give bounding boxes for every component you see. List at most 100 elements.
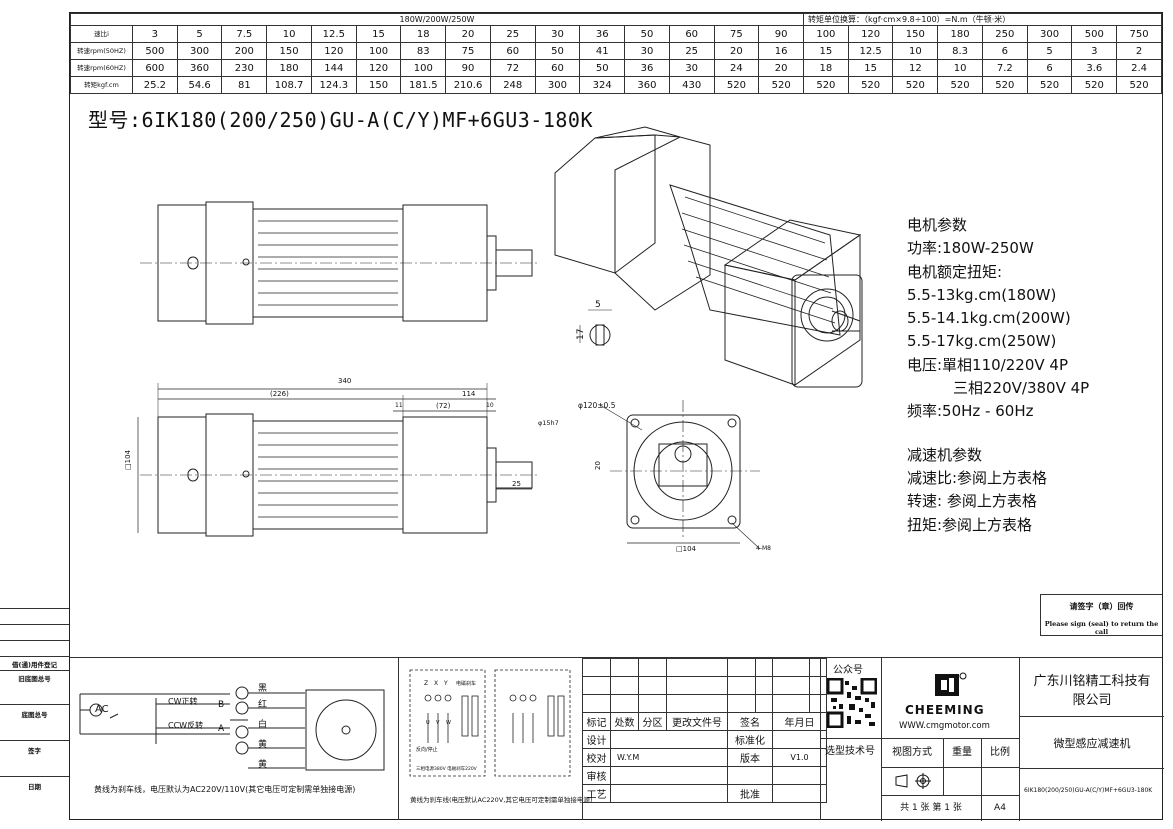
spec-cell: 5 xyxy=(1026,42,1073,60)
tb-h-0: 标记 xyxy=(582,712,611,731)
wire-1: 红 xyxy=(258,700,268,710)
dim-20: 20 xyxy=(594,461,602,470)
spec-cell: 210.6 xyxy=(445,76,491,94)
spec-cell: 324 xyxy=(579,76,626,94)
model-title: 型号:6IK180(200/250)GU-A(C/Y)MF+6GU3-180K xyxy=(88,108,594,132)
three-phase-caption-1: 反向/停止 xyxy=(416,747,438,753)
voltage-single: 电压:單相110/220V 4P xyxy=(907,355,1068,374)
dim-11: 11 xyxy=(395,402,403,409)
paper-size: A4 xyxy=(994,803,1006,813)
spec-cell: 120 xyxy=(310,42,357,60)
spec-cell: 100 xyxy=(355,42,402,60)
ccw-label: CCW反转 xyxy=(168,721,204,730)
spec-cell: 100 xyxy=(400,59,447,77)
spec-cell: 90 xyxy=(758,25,805,43)
spec-row-label: 速比i xyxy=(70,25,133,43)
spec-cell: 120 xyxy=(355,59,402,77)
company-name: 广东川铭精工科技有限公司 xyxy=(1033,674,1151,708)
drawing-frame xyxy=(69,12,1163,820)
dim-key-h: 17 xyxy=(576,328,586,340)
spec-cell: 50 xyxy=(624,25,670,43)
tb-std: 标准化 xyxy=(727,730,773,749)
three-phase-label-y: Y xyxy=(444,680,448,687)
spec-cell: 750 xyxy=(1116,25,1162,43)
product-cell: 微型感应减速机 xyxy=(1019,716,1164,769)
spec-cell: 200 xyxy=(221,42,268,60)
tb-h-4: 签名 xyxy=(727,712,773,731)
single-phase-note: 黄线为刹车线，电压默认为AC220V/110V(其它电压可定制需单独接电源) xyxy=(94,785,356,794)
spec-cell: 25 xyxy=(489,25,536,43)
spec-cell: 180 xyxy=(266,59,312,77)
spec-cell: 124.3 xyxy=(310,76,357,94)
dim-holes: 4-M8 xyxy=(756,545,771,552)
tb-check: 校对 xyxy=(582,748,611,767)
spec-row-label: 转矩kgf.cm xyxy=(70,76,133,94)
spec-cell: 150 xyxy=(892,25,939,43)
tb-approve: 批准 xyxy=(727,784,773,803)
spec-row-label: 转速rpm(50HZ) xyxy=(70,42,133,60)
three-phase-wiring: Z X Y 电磁刹车 U V W 反向/停止 三相电源380V 电磁刹车220V… xyxy=(398,658,592,820)
spec-cell: 75 xyxy=(713,25,760,43)
spec-cell: 30 xyxy=(534,25,581,43)
spec-cell: 25.2 xyxy=(132,76,178,94)
three-phase-diagram xyxy=(409,669,571,777)
spec-cell: 30 xyxy=(668,59,715,77)
three-phase-caption-2: 三相电源380V 电磁刹车220V xyxy=(416,767,477,772)
torque-250: 5.5-17kg.cm(250W) xyxy=(907,332,1057,351)
drawing-number: 6IK180(200/250)GU-A(C/Y)MF+6GU3-180K xyxy=(1024,787,1153,794)
power-spec: 功率:180W-250W xyxy=(907,239,1034,258)
spec-cell: 520 xyxy=(1026,76,1073,94)
view-label: 视图方式 xyxy=(881,739,944,768)
spec-cell: 520 xyxy=(758,76,805,94)
spec-cell: 18 xyxy=(400,25,447,43)
dim-motor: (226) xyxy=(270,390,289,398)
qr-cell: 公众号 xyxy=(821,658,882,738)
spec-header-center: 180W/200W/250W xyxy=(69,13,805,26)
spec-cell: 144 xyxy=(310,59,357,77)
spec-cell: 520 xyxy=(1116,76,1162,94)
drawing-no-cell: 6IK180(200/250)GU-A(C/Y)MF+6GU3-180K xyxy=(1019,768,1164,821)
spec-cell: 300 xyxy=(534,76,581,94)
spec-cell: 25 xyxy=(668,42,715,60)
dim-total: 340 xyxy=(338,377,352,385)
spec-cell: 36 xyxy=(624,59,670,77)
spec-cell: 50 xyxy=(579,59,626,77)
spec-cell: 54.6 xyxy=(176,76,223,94)
spec-cell: 20 xyxy=(713,42,760,60)
brand-url: WWW.cmgmotor.com xyxy=(899,721,990,731)
spec-cell: 360 xyxy=(624,76,670,94)
three-phase-u: U xyxy=(426,720,430,726)
spec-cell: 300 xyxy=(1026,25,1073,43)
spec-cell: 520 xyxy=(1071,76,1118,94)
scale-label: 比例 xyxy=(981,739,1019,768)
spec-cell: 36 xyxy=(579,25,626,43)
title-right: 公众号 选型技术号 CHEEMING WWW.cmgmotor.com xyxy=(820,658,1164,821)
spec-cell: 20 xyxy=(758,59,805,77)
spec-cell: 6 xyxy=(1026,59,1073,77)
spec-cell: 12 xyxy=(892,59,939,77)
spec-cell: 20 xyxy=(445,25,491,43)
spec-cell: 7.5 xyxy=(221,25,268,43)
tb-h-5: 年月日 xyxy=(772,712,827,731)
side-view xyxy=(140,201,540,325)
public-label: 公众号 xyxy=(833,665,863,676)
terminal-a: A xyxy=(218,724,225,734)
three-phase-v: V xyxy=(436,720,440,726)
motor-params-title: 电机参数 xyxy=(907,216,968,234)
spec-cell: 520 xyxy=(713,76,760,94)
wire-2: 白 xyxy=(258,720,268,730)
tb-checker: W.Y.M xyxy=(610,748,728,767)
spec-cell: 3.6 xyxy=(1071,59,1118,77)
key-detail xyxy=(579,309,612,346)
ratio-spec: 减速比:参阅上方表格 xyxy=(907,468,1048,487)
spec-cell: 83 xyxy=(400,42,447,60)
speed-spec: 转速: 参阅上方表格 xyxy=(907,492,1037,511)
spec-cell: 12.5 xyxy=(310,25,357,43)
spec-cell: 2.4 xyxy=(1116,59,1162,77)
view-cell: 视图方式 重量 比例 共 1 张 第 1 张 A4 xyxy=(881,738,1019,821)
cw-label: CW正转 xyxy=(168,697,198,706)
spec-cell: 520 xyxy=(937,76,983,94)
spec-cell: 300 xyxy=(176,42,223,60)
